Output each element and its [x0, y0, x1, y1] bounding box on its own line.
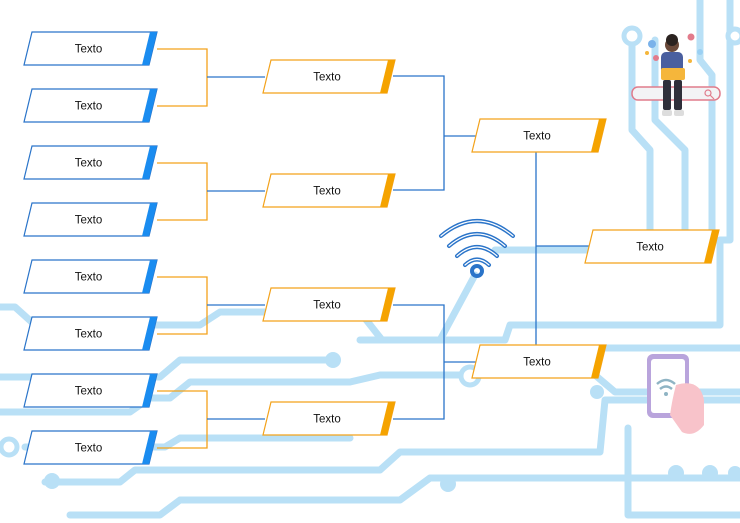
- round1-box-3-accent: [142, 146, 157, 179]
- wifi-icon-highlight: [440, 220, 514, 266]
- round1-box-7-label: Texto: [75, 386, 103, 398]
- round1-box-1: Texto: [23, 31, 158, 66]
- phone-in-hand-illustration: [647, 354, 704, 434]
- round2-box-1-label: Texto: [313, 72, 341, 84]
- round2-box-2: Texto: [262, 173, 396, 208]
- round1-box-6-label: Texto: [75, 329, 103, 341]
- circuit-nodes: [44, 352, 740, 492]
- round3-box-1: Texto: [471, 118, 607, 153]
- final-box: Texto: [584, 229, 720, 264]
- round2-box-4-label: Texto: [313, 414, 341, 426]
- round2-box-3: Texto: [262, 287, 396, 322]
- person-with-laptop-illustration: [631, 33, 721, 116]
- round1-box-7: Texto: [23, 373, 158, 408]
- round1-box-4-accent: [142, 203, 157, 236]
- round3-box-2-accent: [591, 345, 606, 378]
- round2-box-4: Texto: [262, 401, 396, 436]
- round1-box-8: Texto: [23, 430, 158, 465]
- round1-box-6: Texto: [23, 316, 158, 351]
- round1-box-3: Texto: [23, 145, 158, 180]
- round1-box-8-accent: [142, 431, 157, 464]
- round2-box-3-label: Texto: [313, 300, 341, 312]
- round3-box-1-label: Texto: [523, 131, 551, 143]
- round1-box-2: Texto: [23, 88, 158, 123]
- round2-box-4-accent: [380, 402, 395, 435]
- round1-box-2-accent: [142, 89, 157, 122]
- round1-box-2-label: Texto: [75, 101, 103, 113]
- round2-box-1-accent: [380, 60, 395, 93]
- round2-box-2-label: Texto: [313, 186, 341, 198]
- round1-box-5-label: Texto: [75, 272, 103, 284]
- round1-box-5: Texto: [23, 259, 158, 294]
- round1-box-1-accent: [142, 32, 157, 65]
- round3-box-1-accent: [591, 119, 606, 152]
- round1-box-3-label: Texto: [75, 158, 103, 170]
- final-node: Texto: [584, 229, 720, 264]
- round2-box-2-accent: [380, 174, 395, 207]
- final-box-label: Texto: [636, 242, 664, 254]
- circuit-rings: [0, 25, 740, 458]
- round1-box-8-label: Texto: [75, 443, 103, 455]
- round1-box-4-label: Texto: [75, 215, 103, 227]
- round3-box-2: Texto: [471, 344, 607, 379]
- round3-box-2-label: Texto: [523, 357, 551, 369]
- round1-box-4: Texto: [23, 202, 158, 237]
- final-box-accent: [704, 230, 719, 263]
- round2-box-1: Texto: [262, 59, 396, 94]
- round1-box-6-accent: [142, 317, 157, 350]
- round1-box-1-label: Texto: [75, 44, 103, 56]
- bracket-connectors-blue: [207, 75, 590, 420]
- round1-box-5-accent: [142, 260, 157, 293]
- round2-box-3-accent: [380, 288, 395, 321]
- round1-box-7-accent: [142, 374, 157, 407]
